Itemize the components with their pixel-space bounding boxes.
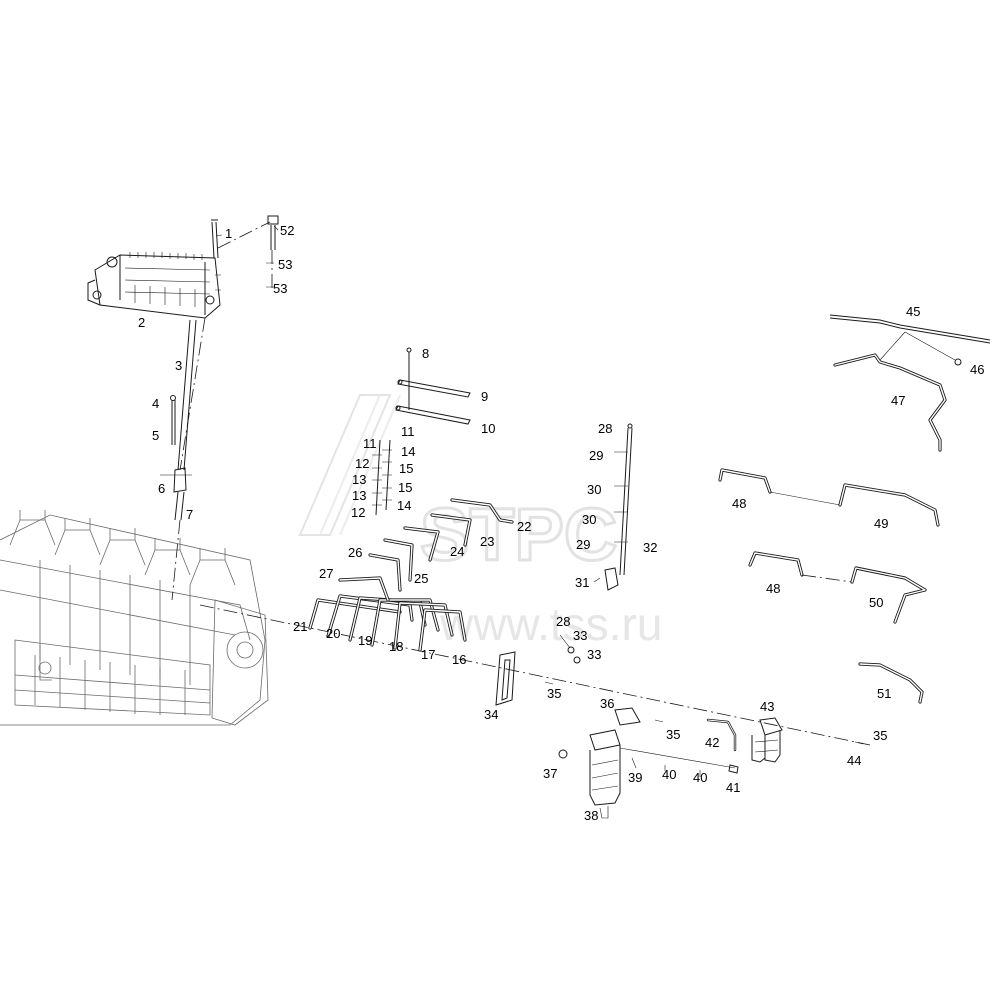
label-15: 15 (399, 461, 413, 476)
label-7: 7 (186, 507, 193, 522)
label-22: 22 (517, 519, 531, 534)
label-53: 53 (273, 281, 287, 296)
label-37: 37 (543, 766, 557, 781)
label-8: 8 (422, 346, 429, 361)
pump-drive-lines (160, 317, 206, 601)
watermark: STPC www.tss.ru (298, 394, 662, 650)
label-46: 46 (970, 362, 984, 377)
label-39: 39 (628, 770, 642, 785)
leader-lines (215, 225, 279, 237)
label-33: 33 (587, 647, 601, 662)
label-17: 17 (421, 647, 435, 662)
label-43: 43 (760, 699, 774, 714)
label-38: 38 (584, 808, 598, 823)
label-42: 42 (705, 735, 719, 750)
label-30: 30 (587, 482, 601, 497)
label-28: 28 (598, 421, 612, 436)
pump-fasteners (211, 215, 279, 290)
label-50: 50 (869, 595, 883, 610)
label-23: 23 (480, 534, 494, 549)
label-40: 40 (662, 767, 676, 782)
label-35: 35 (547, 686, 561, 701)
watermark-url: www.tss.ru (439, 598, 662, 650)
watermark-logo: STPC (420, 493, 617, 576)
label-44: 44 (847, 753, 861, 768)
label-5: 5 (152, 428, 159, 443)
label-31: 31 (575, 575, 589, 590)
label-35: 35 (666, 727, 680, 742)
label-2: 2 (138, 315, 145, 330)
leak-off-pipe (559, 423, 633, 664)
label-18: 18 (389, 639, 403, 654)
label-47: 47 (891, 393, 905, 408)
label-29: 29 (576, 537, 590, 552)
label-27: 27 (319, 566, 333, 581)
label-48: 48 (766, 581, 780, 596)
assembly-centerline (199, 604, 871, 746)
label-3: 3 (175, 358, 182, 373)
high-pressure-pipes (308, 498, 514, 652)
label-14: 14 (401, 444, 415, 459)
label-34: 34 (484, 707, 498, 722)
label-48: 48 (732, 496, 746, 511)
label-49: 49 (874, 516, 888, 531)
label-19: 19 (358, 633, 372, 648)
secondary-filter (706, 717, 783, 763)
pipe-clamps (372, 439, 392, 516)
label-35: 35 (873, 728, 887, 743)
label-51: 51 (877, 686, 891, 701)
label-24: 24 (450, 544, 464, 559)
label-4: 4 (152, 396, 159, 411)
label-45: 45 (906, 304, 920, 319)
engine-block (0, 510, 269, 726)
label-20: 20 (326, 626, 340, 641)
label-36: 36 (600, 696, 614, 711)
label-13: 13 (352, 472, 366, 487)
label-32: 32 (643, 540, 657, 555)
label-30: 30 (582, 512, 596, 527)
label-40: 40 (693, 770, 707, 785)
label-26: 26 (348, 545, 362, 560)
label-12: 12 (355, 456, 369, 471)
label-11: 11 (401, 424, 415, 439)
fuel-filter (558, 707, 739, 819)
label-33: 33 (573, 628, 587, 643)
label-6: 6 (158, 481, 165, 496)
label-28: 28 (556, 614, 570, 629)
label-1: 1 (225, 226, 232, 241)
label-29: 29 (589, 448, 603, 463)
return-lines (718, 314, 991, 704)
label-14: 14 (397, 498, 411, 513)
filter-bracket (495, 651, 864, 745)
label-10: 10 (481, 421, 495, 436)
label-21: 21 (293, 619, 307, 634)
part-labels: 1 52 53 53 2 3 4 5 6 7 8 9 10 11 11 12 1… (138, 223, 984, 823)
label-53: 53 (278, 257, 292, 272)
label-15: 15 (398, 480, 412, 495)
label-13: 13 (352, 488, 366, 503)
label-16: 16 (452, 652, 466, 667)
label-25: 25 (414, 571, 428, 586)
label-41: 41 (726, 780, 740, 795)
injection-pump (87, 252, 221, 319)
label-11: 11 (363, 436, 377, 451)
support-rods (395, 347, 471, 425)
label-9: 9 (481, 389, 488, 404)
label-12: 12 (351, 505, 365, 520)
label-52: 52 (280, 223, 294, 238)
